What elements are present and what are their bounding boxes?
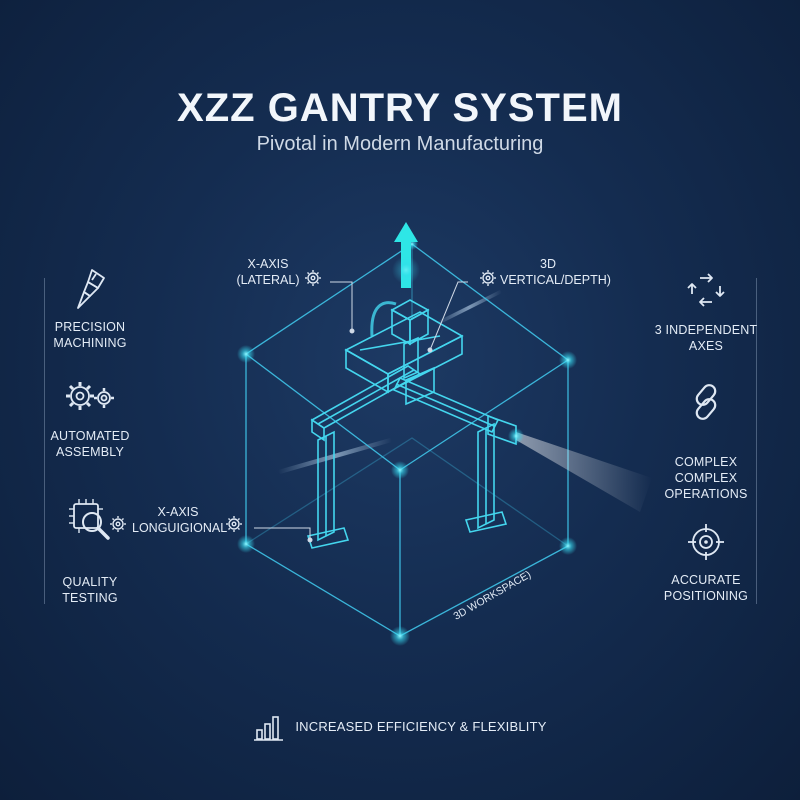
feature-label-line1: 3 INDEPENDENT	[654, 323, 758, 337]
feature-label-line1: COMPLEX	[674, 455, 738, 469]
page-title: XZZ GANTRY SYSTEM	[177, 86, 623, 130]
feature-automated-assembly: AUTOMATED ASSEMBLY	[20, 378, 160, 460]
feature-quality-testing: QUALITY TESTING	[20, 496, 160, 606]
right-divider	[756, 278, 757, 604]
feature-independent-axes: 3 INDEPENDENT AXES	[636, 272, 776, 354]
lateral-carriage	[344, 311, 464, 394]
feature-label-line2: ASSEMBLY	[55, 445, 125, 459]
lateral-gear-icon	[305, 270, 321, 286]
callout-longitudinal: X-AXIS LONGUIGIONAL	[132, 504, 228, 536]
gantry-leg-right	[464, 422, 508, 533]
feature-complex-operations: COMPLEX COMPLEX OPERATIONS	[636, 382, 776, 502]
chain-link-icon	[695, 384, 717, 420]
light-streak	[436, 290, 502, 325]
callout-longitudinal-line1: X-AXIS	[157, 505, 199, 519]
cube-corner-nodes	[237, 238, 577, 646]
beam-source	[508, 428, 524, 444]
chip-magnifier-icon	[69, 499, 110, 540]
cable	[370, 301, 397, 337]
feature-label-line2: COMPLEX	[674, 471, 738, 485]
feature-label-line2: POSITIONING	[663, 589, 749, 603]
feature-precision-machining: PRECISION MACHINING	[20, 266, 160, 351]
drill-bit-icon	[77, 269, 105, 309]
light-beam	[516, 432, 652, 512]
bar-chart-icon	[254, 716, 284, 741]
cycle-arrows-icon	[687, 273, 725, 307]
left-divider	[44, 278, 45, 604]
workspace-label: 3D WORKSPACE)	[452, 569, 534, 623]
callout-vertical-line2: VERTICAL/DEPTH)	[500, 273, 611, 287]
feature-label-line1: PRECISION	[54, 320, 126, 334]
feature-label-line2: MACHINING	[53, 336, 127, 350]
callout-leaders	[254, 281, 468, 543]
gantry-frame	[306, 299, 517, 549]
footer-label: INCREASED EFFICIENCY & FLEXIBLITY	[295, 719, 547, 734]
callout-lateral: X-AXIS (LATERAL)	[236, 256, 300, 288]
callout-lateral-line1: X-AXIS	[247, 257, 289, 271]
gears-icon	[66, 382, 114, 410]
callout-vertical-line1: 3D	[540, 257, 556, 271]
tool-head	[390, 299, 435, 406]
callout-vertical: 3D VERTICAL/DEPTH)	[500, 256, 611, 288]
vertical-arrow-icon	[392, 222, 420, 288]
feature-label-line1: QUALITY	[62, 575, 118, 589]
callout-lateral-line2: (LATERAL)	[236, 273, 300, 287]
vertical-gear-icon	[480, 270, 496, 286]
feature-label-line1: AUTOMATED	[50, 429, 130, 443]
longitudinal-gear-icon-right	[226, 516, 242, 532]
feature-accurate-positioning: ACCURATE POSITIONING	[636, 522, 776, 604]
feature-label-line3: OPERATIONS	[664, 487, 748, 501]
light-streak	[278, 438, 392, 474]
gantry-leg-left	[306, 430, 350, 549]
crosshair-icon	[688, 524, 724, 560]
footer: INCREASED EFFICIENCY & FLEXIBLITY	[0, 712, 800, 742]
feature-label-line2: TESTING	[62, 591, 118, 605]
longitudinal-gear-icon-left	[110, 516, 126, 532]
feature-label-line2: AXES	[688, 339, 724, 353]
feature-label-line1: ACCURATE	[671, 573, 741, 587]
callout-longitudinal-line2: LONGUIGIONAL	[132, 521, 228, 535]
page-subtitle: Pivotal in Modern Manufacturing	[256, 133, 544, 155]
